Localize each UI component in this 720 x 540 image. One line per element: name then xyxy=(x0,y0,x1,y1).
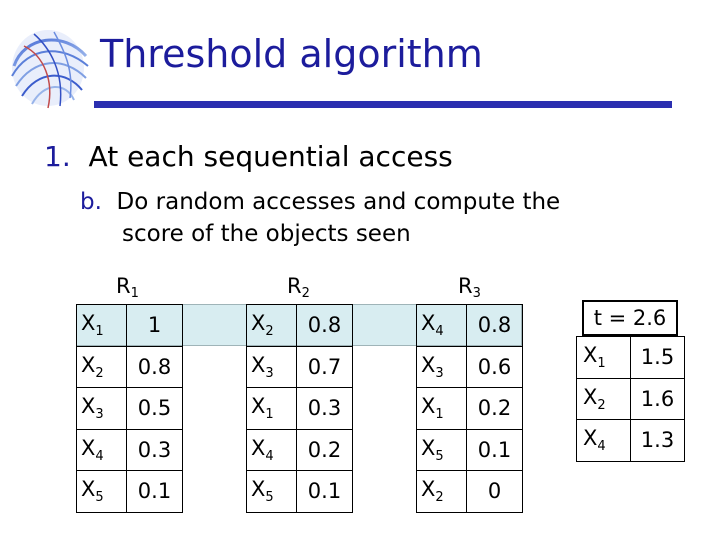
slide-title: Threshold algorithm xyxy=(100,32,483,76)
title-underline xyxy=(94,101,672,108)
step-1b-line2: score of the objects seen xyxy=(122,221,411,247)
step-1-number: 1. xyxy=(44,140,71,173)
step-1b-letter: b. xyxy=(80,189,102,215)
list-header-r1: R1 xyxy=(116,274,139,301)
step-1b: b. Do random accesses and compute the sc… xyxy=(80,186,561,247)
step-1: 1. At each sequential access xyxy=(44,140,453,173)
step-1b-line1: Do random accesses and compute the xyxy=(116,189,561,215)
logo-icon xyxy=(11,30,89,109)
threshold-value: t = 2.6 xyxy=(582,300,678,336)
list-header-r2: R2 xyxy=(287,274,310,301)
list-header-r3: R3 xyxy=(458,274,481,301)
step-1-text: At each sequential access xyxy=(88,140,453,173)
